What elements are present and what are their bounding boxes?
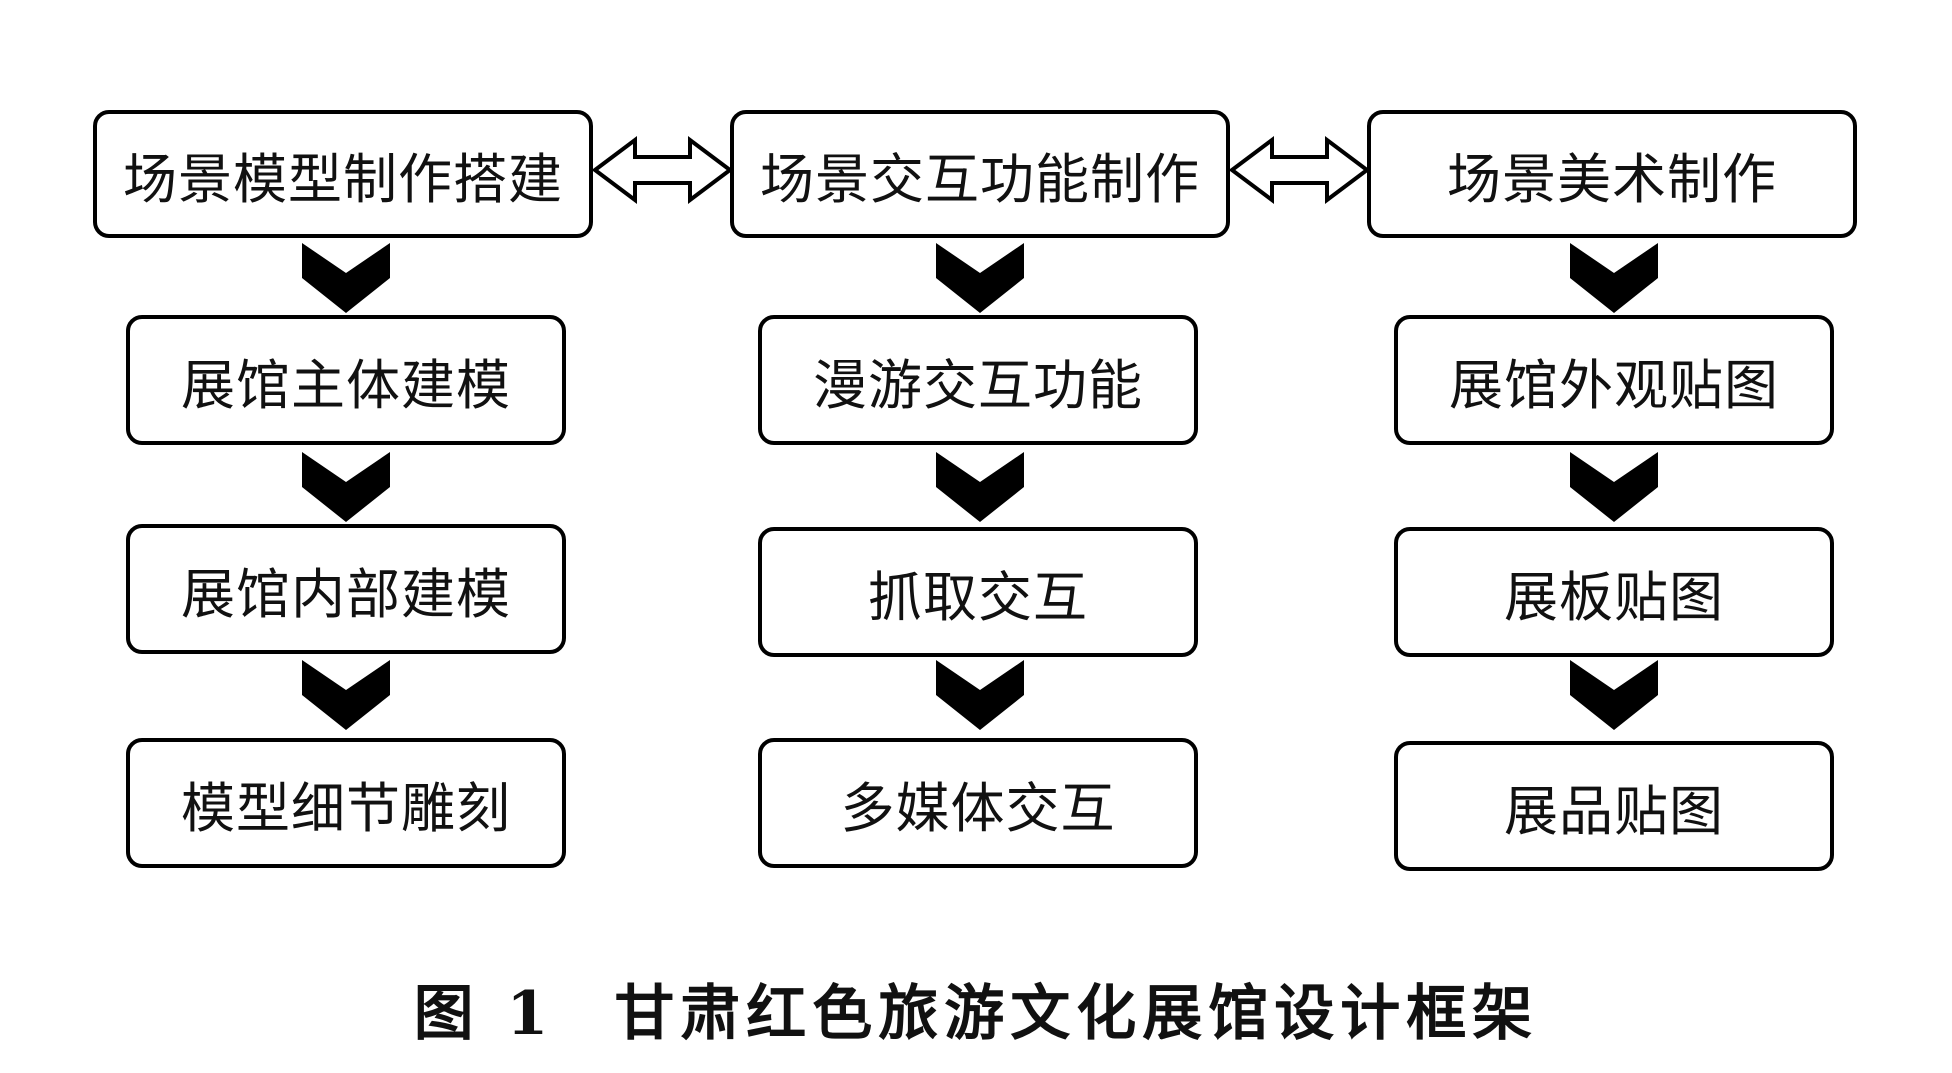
node-scene-modeling: 场景模型制作搭建 — [93, 110, 593, 238]
figure-caption: 图 1 甘肃红色旅游文化展馆设计框架 — [0, 965, 1952, 1052]
node-panel-texture: 展板贴图 — [1394, 527, 1834, 657]
node-exhibit-texture: 展品贴图 — [1394, 741, 1834, 871]
node-scene-art: 场景美术制作 — [1367, 110, 1857, 238]
bidirectional-arrow-left — [591, 136, 734, 204]
down-chevron-arrow — [936, 660, 1024, 730]
node-grab-interaction: 抓取交互 — [758, 527, 1198, 657]
down-chevron-arrow — [1570, 660, 1658, 730]
node-hall-interior-modeling: 展馆内部建模 — [126, 524, 566, 654]
node-model-detail-sculpting: 模型细节雕刻 — [126, 738, 566, 868]
node-scene-interaction: 场景交互功能制作 — [730, 110, 1230, 238]
down-chevron-arrow — [1570, 452, 1658, 522]
node-hall-main-modeling: 展馆主体建模 — [126, 315, 566, 445]
node-multimedia-interaction: 多媒体交互 — [758, 738, 1198, 868]
down-chevron-arrow — [936, 243, 1024, 313]
down-chevron-arrow — [302, 660, 390, 730]
bidirectional-arrow-right — [1228, 136, 1371, 204]
figure-title: 甘肃红色旅游文化展馆设计框架 — [614, 979, 1539, 1049]
down-chevron-arrow — [936, 452, 1024, 522]
down-chevron-arrow — [302, 452, 390, 522]
down-chevron-arrow — [302, 243, 390, 313]
node-hall-exterior-texture: 展馆外观贴图 — [1394, 315, 1834, 445]
down-chevron-arrow — [1570, 243, 1658, 313]
node-roaming-interaction: 漫游交互功能 — [758, 315, 1198, 445]
figure-number: 图 1 — [413, 979, 555, 1049]
